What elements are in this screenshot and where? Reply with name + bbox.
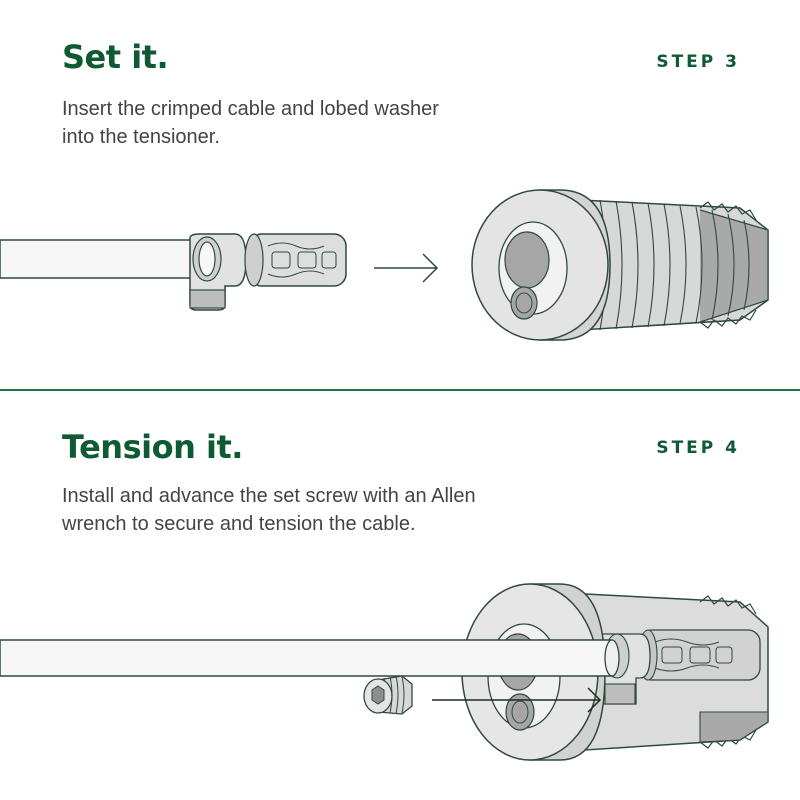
set-screw bbox=[363, 675, 413, 715]
cable-through bbox=[0, 639, 620, 677]
section-divider bbox=[0, 389, 800, 391]
step-4-description: Install and advance the set screw with a… bbox=[62, 482, 542, 538]
step-3-description-line-2: into the tensioner. bbox=[62, 126, 220, 148]
tensioner bbox=[471, 189, 769, 341]
lobed-washer bbox=[189, 233, 247, 311]
step-4-title: Tension it. bbox=[62, 428, 243, 466]
step-3-description: Insert the crimped cable and lobed washe… bbox=[62, 95, 522, 151]
cable bbox=[0, 239, 216, 279]
step-3-section: Set it. STEP 3 Insert the crimped cable … bbox=[0, 0, 800, 390]
step-4-description-line-1: Install and advance the set screw with a… bbox=[62, 485, 476, 507]
step-4-label: STEP 4 bbox=[656, 438, 740, 458]
insert-arrow bbox=[374, 253, 439, 283]
step-3-illustration bbox=[0, 189, 769, 341]
step-3-label: STEP 3 bbox=[656, 52, 740, 72]
step-4-description-line-2: wrench to secure and tension the cable. bbox=[62, 513, 416, 535]
advance-arrow bbox=[432, 687, 602, 713]
step-3-title: Set it. bbox=[62, 38, 169, 76]
crimp-sleeve bbox=[244, 233, 347, 287]
step-4-section: Tension it. STEP 4 Install and advance t… bbox=[0, 392, 800, 800]
step-4-illustration bbox=[0, 583, 769, 761]
step-3-description-line-1: Insert the crimped cable and lobed washe… bbox=[62, 98, 439, 120]
